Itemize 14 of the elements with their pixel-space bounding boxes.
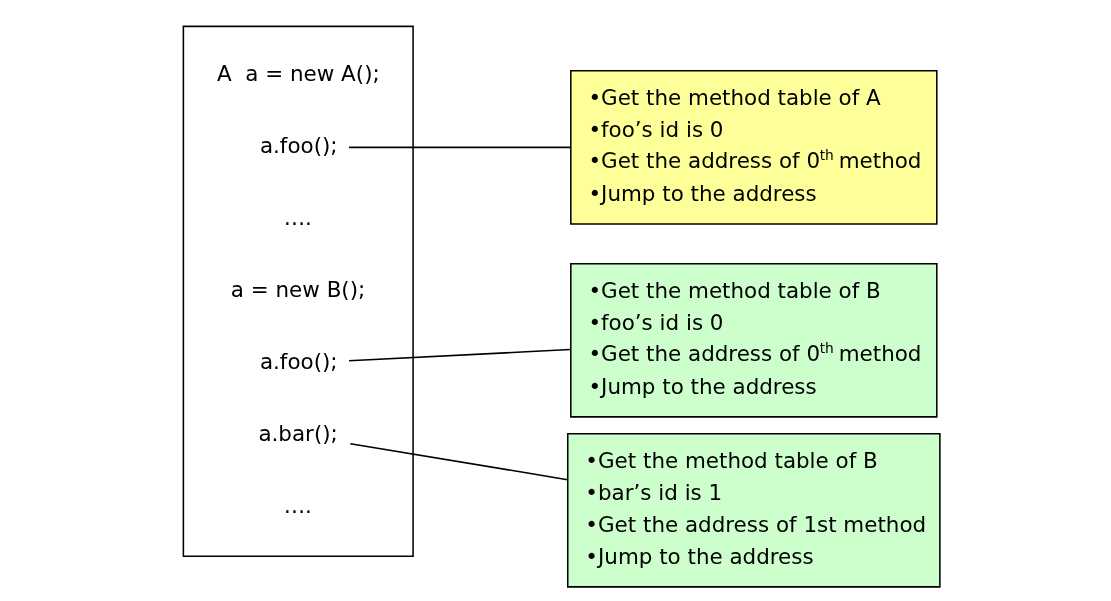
node-box: •Get the method table of A •foo’s id is 0 •Get the address of 0$^{th}$ method •Jump to the address xyxy=(570,70,938,225)
connector xyxy=(348,348,572,362)
node-text: a = new B(); xyxy=(230,276,366,302)
node-text: a.bar(); xyxy=(258,420,338,446)
node-text: A a = new A(); xyxy=(217,61,380,87)
node-text: …. xyxy=(283,205,312,230)
node-text: …. xyxy=(283,492,312,518)
node-text: a.foo(); xyxy=(259,348,338,374)
connector xyxy=(349,442,569,481)
node-box: •Get the method table of B •foo’s id is 0 •Get the address of 0$^{th}$ method •Jump to the address xyxy=(570,263,938,418)
node-box: •Get the method table of B •bar’s id is 1 •Get the address of 1st method •Jump to the address xyxy=(567,432,941,588)
connector xyxy=(348,146,572,149)
cluster xyxy=(182,25,414,557)
node-text: a.foo(); xyxy=(259,133,338,159)
